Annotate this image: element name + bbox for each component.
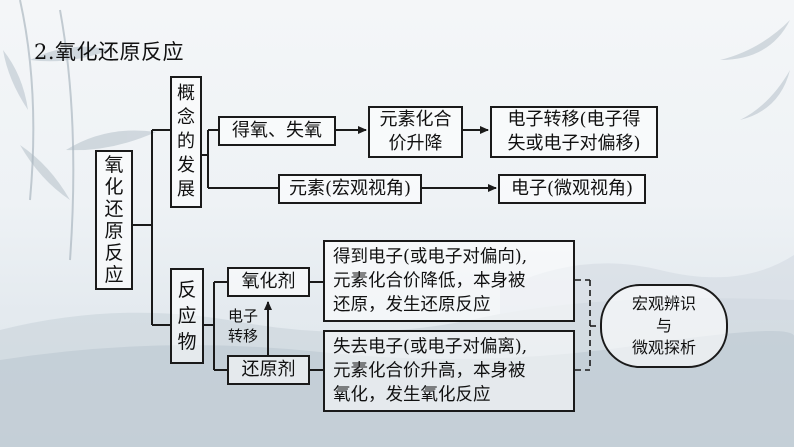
reducer-desc-line: 元素化合价升高，本身被 <box>333 361 526 381</box>
electron-transfer-box: 电子转移(电子得 失或电子对偏移) <box>490 106 658 158</box>
root-box-redox: 氧 化 还 原 反 应 <box>95 150 133 290</box>
electron-transfer-label-1: 电子 <box>228 307 259 325</box>
oval-line: 宏观辨识 <box>631 294 696 313</box>
gain-lose-oxygen-box: 得氧、失氧 <box>218 116 336 146</box>
element-macro-box: 元素(宏观视角) <box>278 174 422 204</box>
concept-char: 展 <box>177 179 195 200</box>
oxidizer-desc-line: 得到电子(或电子对偏向), <box>333 247 528 267</box>
concept-char: 发 <box>177 155 195 176</box>
concept-char: 念 <box>177 107 195 128</box>
root-char: 氧 <box>104 154 124 176</box>
reducer-desc-line: 氧化，发生氧化反应 <box>333 385 491 405</box>
electron-transfer-line: 电子转移(电子得 <box>507 109 641 130</box>
valence-line: 价升降 <box>388 133 443 154</box>
reactant-char: 物 <box>177 331 197 353</box>
reducer-desc-line: 失去电子(或电子对偏离), <box>333 337 528 357</box>
oxidizer-description-box: 得到电子(或电子对偏向), 元素化合价降低，本身被 还原，发生还原反应 <box>323 240 575 322</box>
root-char: 化 <box>104 176 124 198</box>
reactant-char: 反 <box>177 279 197 301</box>
concept-char: 的 <box>177 131 195 152</box>
reactant-char: 应 <box>177 305 197 327</box>
reactant-box: 反 应 物 <box>170 268 204 364</box>
reducer-box: 还原剂 <box>227 355 310 385</box>
concept-development-box: 概 念 的 发 展 <box>170 76 202 208</box>
electron-transfer-line: 失或电子对偏移) <box>507 133 641 154</box>
valence-change-box: 元素化合 价升降 <box>368 106 463 158</box>
reducer-description-box: 失去电子(或电子对偏离), 元素化合价升高，本身被 氧化，发生氧化反应 <box>323 330 575 412</box>
oval-line: 微观探析 <box>631 338 696 357</box>
core-literacy-oval: 宏观辨识 与 微观探析 <box>600 284 728 368</box>
root-char: 还 <box>104 198 124 220</box>
root-char: 反 <box>104 242 124 264</box>
root-char: 原 <box>104 220 124 242</box>
page-title: 2.氧化还原反应 <box>34 40 185 64</box>
oxidizer-desc-line: 还原，发生还原反应 <box>333 295 491 315</box>
oxidizer-desc-line: 元素化合价降低，本身被 <box>333 271 526 291</box>
valence-line: 元素化合 <box>379 109 452 130</box>
concept-char: 概 <box>177 83 195 104</box>
electron-transfer-label-2: 转移 <box>228 327 259 345</box>
oval-line: 与 <box>655 316 672 335</box>
electron-micro-box: 电子(微观视角) <box>498 174 646 204</box>
root-char: 应 <box>104 264 124 286</box>
oxidizer-box: 氧化剂 <box>227 267 310 297</box>
